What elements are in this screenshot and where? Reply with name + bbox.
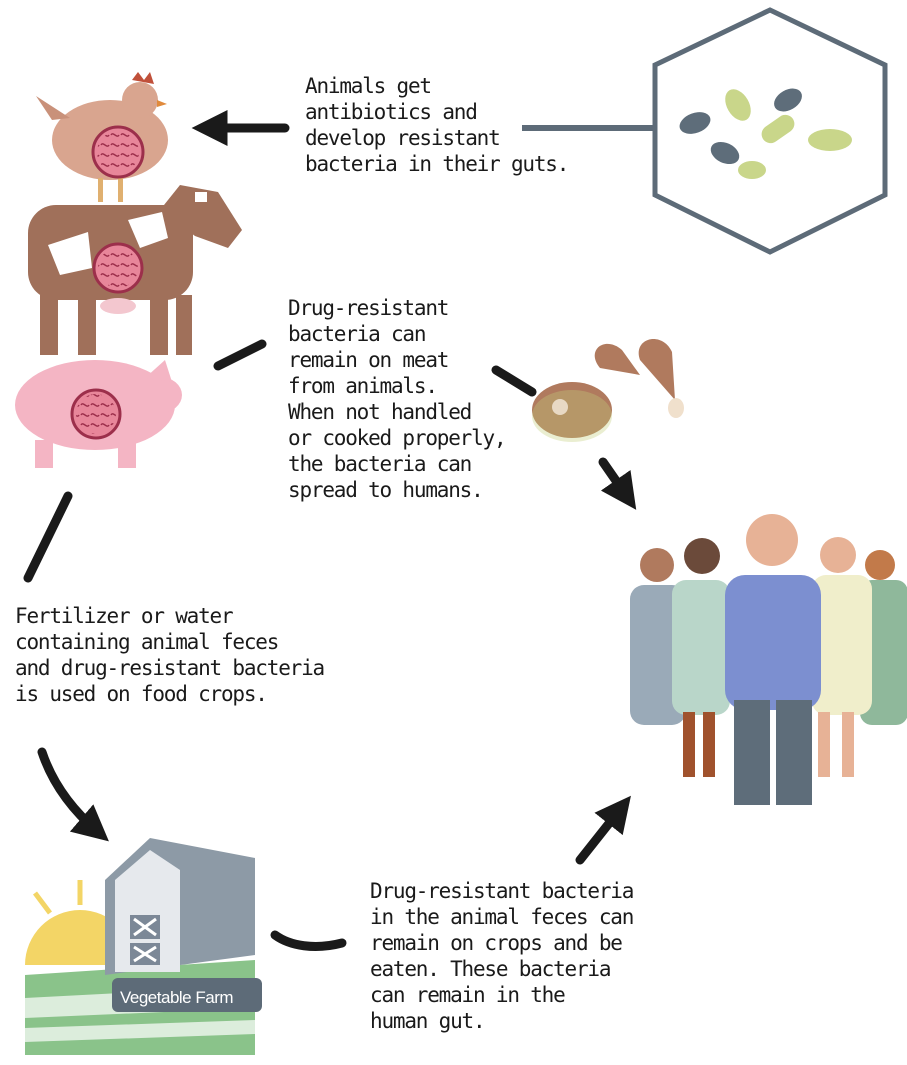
arrow-meat-to-people: [603, 462, 628, 498]
cow-icon: [28, 185, 242, 355]
chicken-icon: [36, 72, 168, 202]
meat-icon: [532, 339, 684, 442]
pill-hexagon-icon: [655, 10, 885, 252]
barn-icon: [105, 838, 255, 975]
arrow-fertilizer-to-farm: [42, 752, 98, 832]
arrow-crops-to-people: [580, 807, 622, 860]
arrow-animals-to-fertilizer: [28, 496, 68, 578]
arrow-farm-to-crops-text: [275, 935, 342, 946]
arrow-animals-to-meat-start: [218, 344, 262, 366]
caption-crops: Drug-resistant bacteria in the animal fe…: [370, 878, 670, 1034]
pig-icon: [15, 360, 182, 468]
caption-antibiotics: Animals get antibiotics and develop resi…: [305, 73, 595, 177]
caption-meat-transfer: Drug-resistant bacteria can remain on me…: [288, 295, 538, 503]
caption-fertilizer: Fertilizer or water containing animal fe…: [15, 603, 355, 707]
farm-sign-label: Vegetable Farm: [120, 988, 233, 1008]
people-group-icon: [630, 514, 907, 805]
vegetable-farm-icon: [25, 838, 262, 1055]
